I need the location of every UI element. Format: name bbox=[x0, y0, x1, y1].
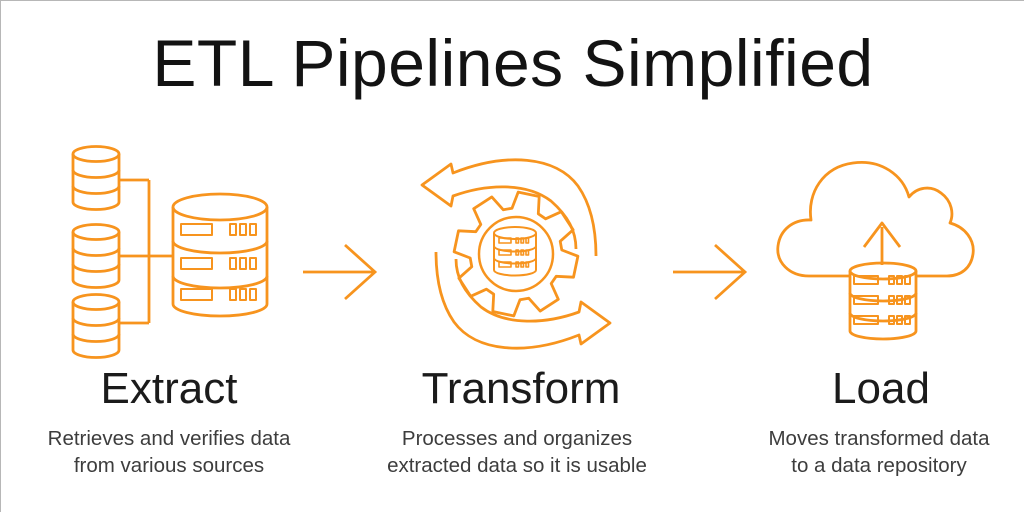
database-cylinder-icon bbox=[71, 145, 121, 211]
cycle-arrow-top bbox=[420, 158, 598, 257]
right-arrow-icon bbox=[673, 243, 748, 301]
database-cylinder-icon bbox=[71, 293, 121, 359]
database-cylinder-icon bbox=[848, 261, 918, 341]
page-title: ETL Pipelines Simplified bbox=[152, 26, 874, 100]
description-line: to a data repository bbox=[791, 454, 967, 477]
description-line: extracted data so it is usable bbox=[387, 454, 647, 477]
right-arrow-icon bbox=[303, 243, 378, 301]
gear-icon bbox=[452, 190, 580, 318]
cloud-upload-database-icon bbox=[776, 160, 975, 341]
stage-description-extract: Retrieves and verifies data from various… bbox=[19, 425, 319, 479]
stage-label-extract: Extract bbox=[100, 364, 238, 413]
description-line: Moves transformed data bbox=[768, 427, 990, 450]
stage-label-transform: Transform bbox=[421, 364, 621, 413]
server-stack-icon bbox=[171, 192, 269, 318]
stage-description-load: Moves transformed data to a data reposit… bbox=[729, 425, 1024, 479]
stage-label-load: Load bbox=[832, 364, 930, 413]
sync-gear-database-icon bbox=[420, 158, 612, 350]
connector-lines bbox=[119, 178, 173, 325]
description-line: Retrieves and verifies data bbox=[47, 427, 291, 450]
cycle-arrow-bottom bbox=[434, 251, 612, 350]
stage-description-transform: Processes and organizes extracted data s… bbox=[367, 425, 667, 479]
databases-to-server-icon bbox=[71, 145, 269, 359]
upload-arrow-icon bbox=[862, 221, 902, 265]
description-line: Processes and organizes bbox=[401, 427, 633, 450]
description-line: from various sources bbox=[73, 454, 265, 477]
database-cylinder-icon bbox=[493, 226, 537, 277]
cloud-icon bbox=[776, 160, 975, 278]
database-cylinder-icon bbox=[71, 223, 121, 289]
